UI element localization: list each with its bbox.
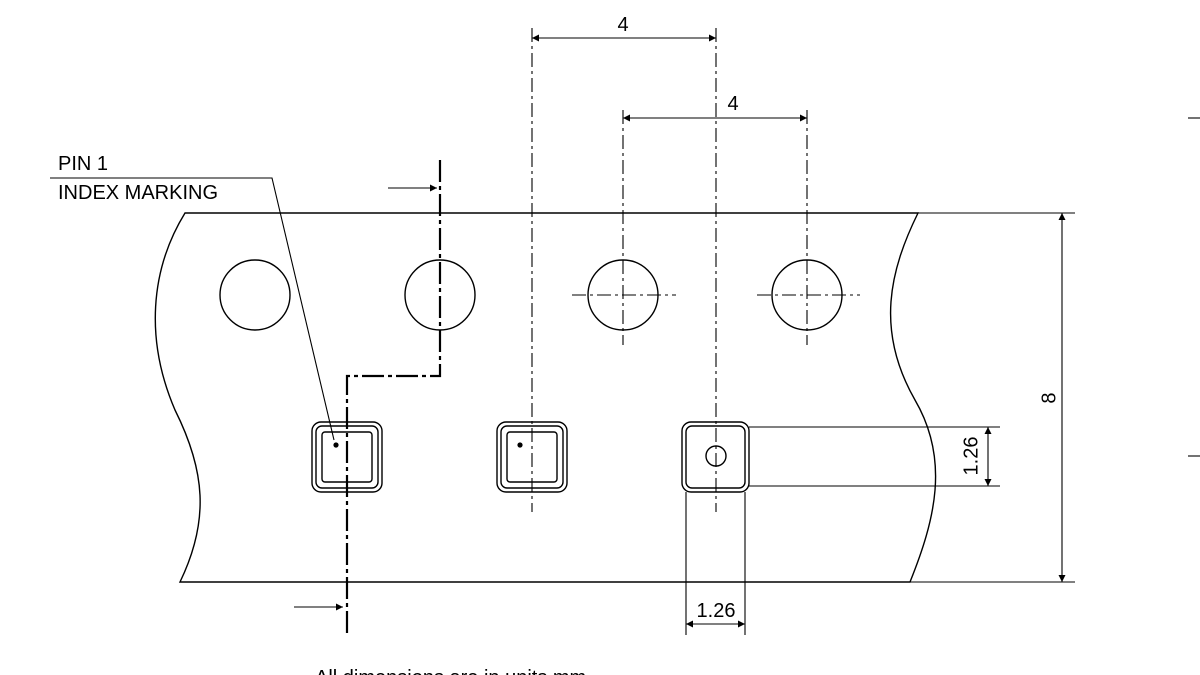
pin1-index-dot-1 <box>333 442 339 448</box>
index-marking-label: INDEX MARKING <box>58 182 218 204</box>
carrier-tape-outline <box>154 212 937 583</box>
pin1-index-dot-2 <box>517 442 523 448</box>
pin1-label: PIN 1 <box>58 153 108 175</box>
pin1-leader-line <box>50 177 335 441</box>
pocket-width-value: 1.26 <box>697 600 736 622</box>
units-footnote: All dimensions are in units mm <box>315 667 586 675</box>
sprocket-pitch-value: 4 <box>727 93 738 115</box>
section-line <box>345 160 442 635</box>
sprocket-hole-1 <box>219 259 291 331</box>
tape-width-value: 8 <box>1038 392 1060 403</box>
pocket-height-value: 1.26 <box>960 437 982 476</box>
pocket-pitch-value: 4 <box>617 14 628 36</box>
